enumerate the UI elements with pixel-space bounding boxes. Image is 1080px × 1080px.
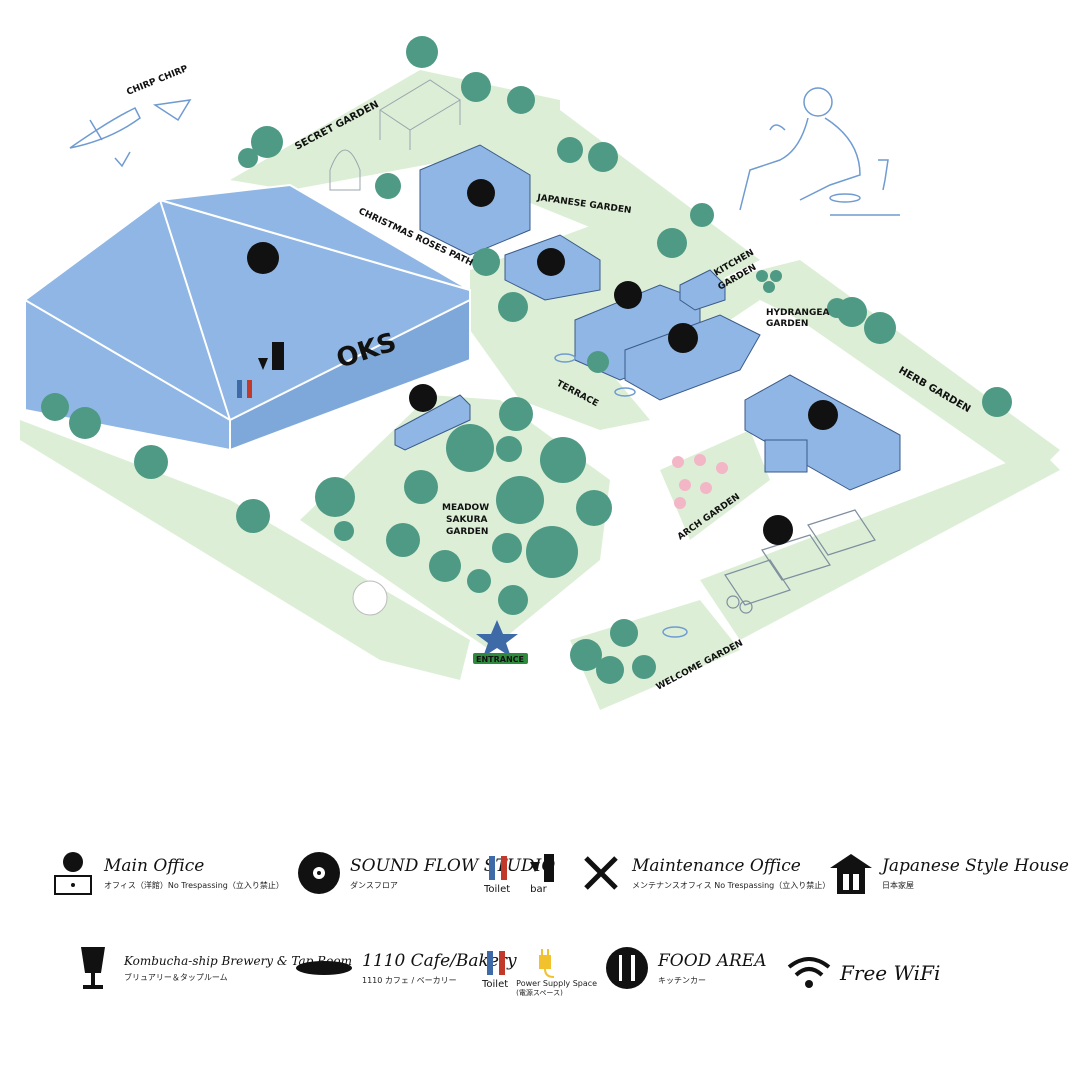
- hydrangea-garden-label-2: GARDEN: [766, 319, 808, 329]
- meadow-label-3: GARDEN: [446, 527, 488, 537]
- oks-barn: [24, 183, 471, 452]
- terrace-tables: [554, 353, 688, 638]
- japanese-house-map-icon: [537, 248, 565, 276]
- greenhouse-sketch: [329, 79, 461, 191]
- toilet-icon-2: [487, 951, 505, 975]
- person-sketch: [739, 87, 900, 216]
- toilet-label: Toilet: [484, 884, 511, 895]
- meadow-label-2: SAKURA: [446, 515, 488, 525]
- small-trees: [756, 270, 847, 318]
- maintenance-sub: メンテナンスオフィス No Trespassing（立入り禁止）: [632, 880, 831, 890]
- maintenance-building: [744, 374, 901, 491]
- hydrangea-garden-label-1: HYDRANGEA: [766, 308, 829, 318]
- legend-japanese-house: Japanese Style House 日本家屋: [828, 850, 1069, 896]
- legend-food: FOOD AREA キッチンカー: [604, 945, 766, 991]
- legend-wifi: Free WiFi: [786, 950, 940, 996]
- entrance-label: ENTRANCE: [476, 655, 524, 664]
- fork-knife-icon: [604, 945, 650, 991]
- cafe-title: 1110 Cafe/Bakery: [362, 950, 517, 971]
- arch-garden-flowers: [672, 454, 728, 509]
- wifi-title: Free WiFi: [840, 961, 941, 985]
- kombucha-map-icon: [668, 323, 698, 353]
- food-map-icon: [763, 515, 793, 545]
- site-map: OKS: [20, 36, 1060, 710]
- japanese-house-sub: 日本家屋: [882, 880, 914, 890]
- wifi-map-icon: [409, 384, 437, 412]
- legend-cafe: 1110 Cafe/Bakery 1110 カフェ / ベーカリー: [294, 945, 517, 991]
- bar-bottle-icon: [530, 854, 554, 882]
- wifi-icon: [786, 950, 832, 996]
- maintenance-title: Maintenance Office: [632, 855, 801, 876]
- sound-flow-map-icon: [247, 242, 279, 274]
- legend-toilet-bar: Toilet bar: [484, 852, 558, 895]
- power-sub: (電源スペース): [516, 989, 563, 997]
- barn-toilet-bar: [237, 342, 284, 398]
- map-icons: [247, 179, 838, 616]
- food-title: FOOD AREA: [658, 950, 767, 971]
- legend-toilet-power: Toilet Power Supply Space (電源スペース): [482, 947, 597, 998]
- sound-flow-sub: ダンスフロア: [350, 880, 398, 890]
- kombucha-sub: ブリュアリー＆タップルーム: [124, 972, 228, 982]
- trees: [41, 36, 1012, 684]
- toilet-label-2: Toilet: [482, 979, 509, 990]
- laptop-person-icon: [50, 850, 96, 896]
- legend-main-office: Main Office オフィス（洋館）No Trespassing（立入り禁止…: [50, 850, 284, 896]
- entrance-sign: [473, 653, 528, 664]
- cafe-sub: 1110 カフェ / ベーカリー: [362, 975, 457, 985]
- entrance-star: [476, 620, 518, 657]
- cafe-map-icon: [614, 281, 642, 309]
- parking-cars: [724, 509, 876, 614]
- record-player-icon: [296, 850, 342, 896]
- tools-icon: [578, 850, 624, 896]
- toilet-icon: [489, 856, 507, 880]
- baguette-icon: [294, 945, 354, 991]
- maintenance-map-icon: [808, 400, 838, 430]
- food-sub: キッチンカー: [658, 975, 706, 985]
- japanese-house-title: Japanese Style House: [882, 855, 1069, 876]
- meadow-label-1: MEADOW: [442, 503, 489, 513]
- legend-maintenance: Maintenance Office メンテナンスオフィス No Trespas…: [578, 850, 830, 896]
- marker-circle: [352, 580, 388, 616]
- japanese-house-icon: [828, 850, 874, 896]
- legend-kombucha: Kombucha-ship Brewery & Tap Room ブリュアリー＆…: [70, 945, 352, 991]
- power-label: Power Supply Space: [516, 979, 598, 988]
- stage-building: [394, 394, 471, 451]
- main-office-title: Main Office: [104, 855, 205, 876]
- main-office-map-icon: [467, 179, 495, 207]
- kombucha-title: Kombucha-ship Brewery & Tap Room: [124, 953, 352, 968]
- chirp-label: CHIRP CHIRP: [125, 64, 190, 98]
- main-office-sub: オフィス（洋館）No Trespassing（立入り禁止）: [104, 880, 284, 890]
- legend: Main Office オフィス（洋館）No Trespassing（立入り禁止…: [0, 830, 1080, 1080]
- bar-label: bar: [530, 884, 547, 895]
- beer-glass-icon: [70, 945, 116, 991]
- bird-sketch: [69, 99, 192, 168]
- power-plug-icon: [539, 949, 555, 978]
